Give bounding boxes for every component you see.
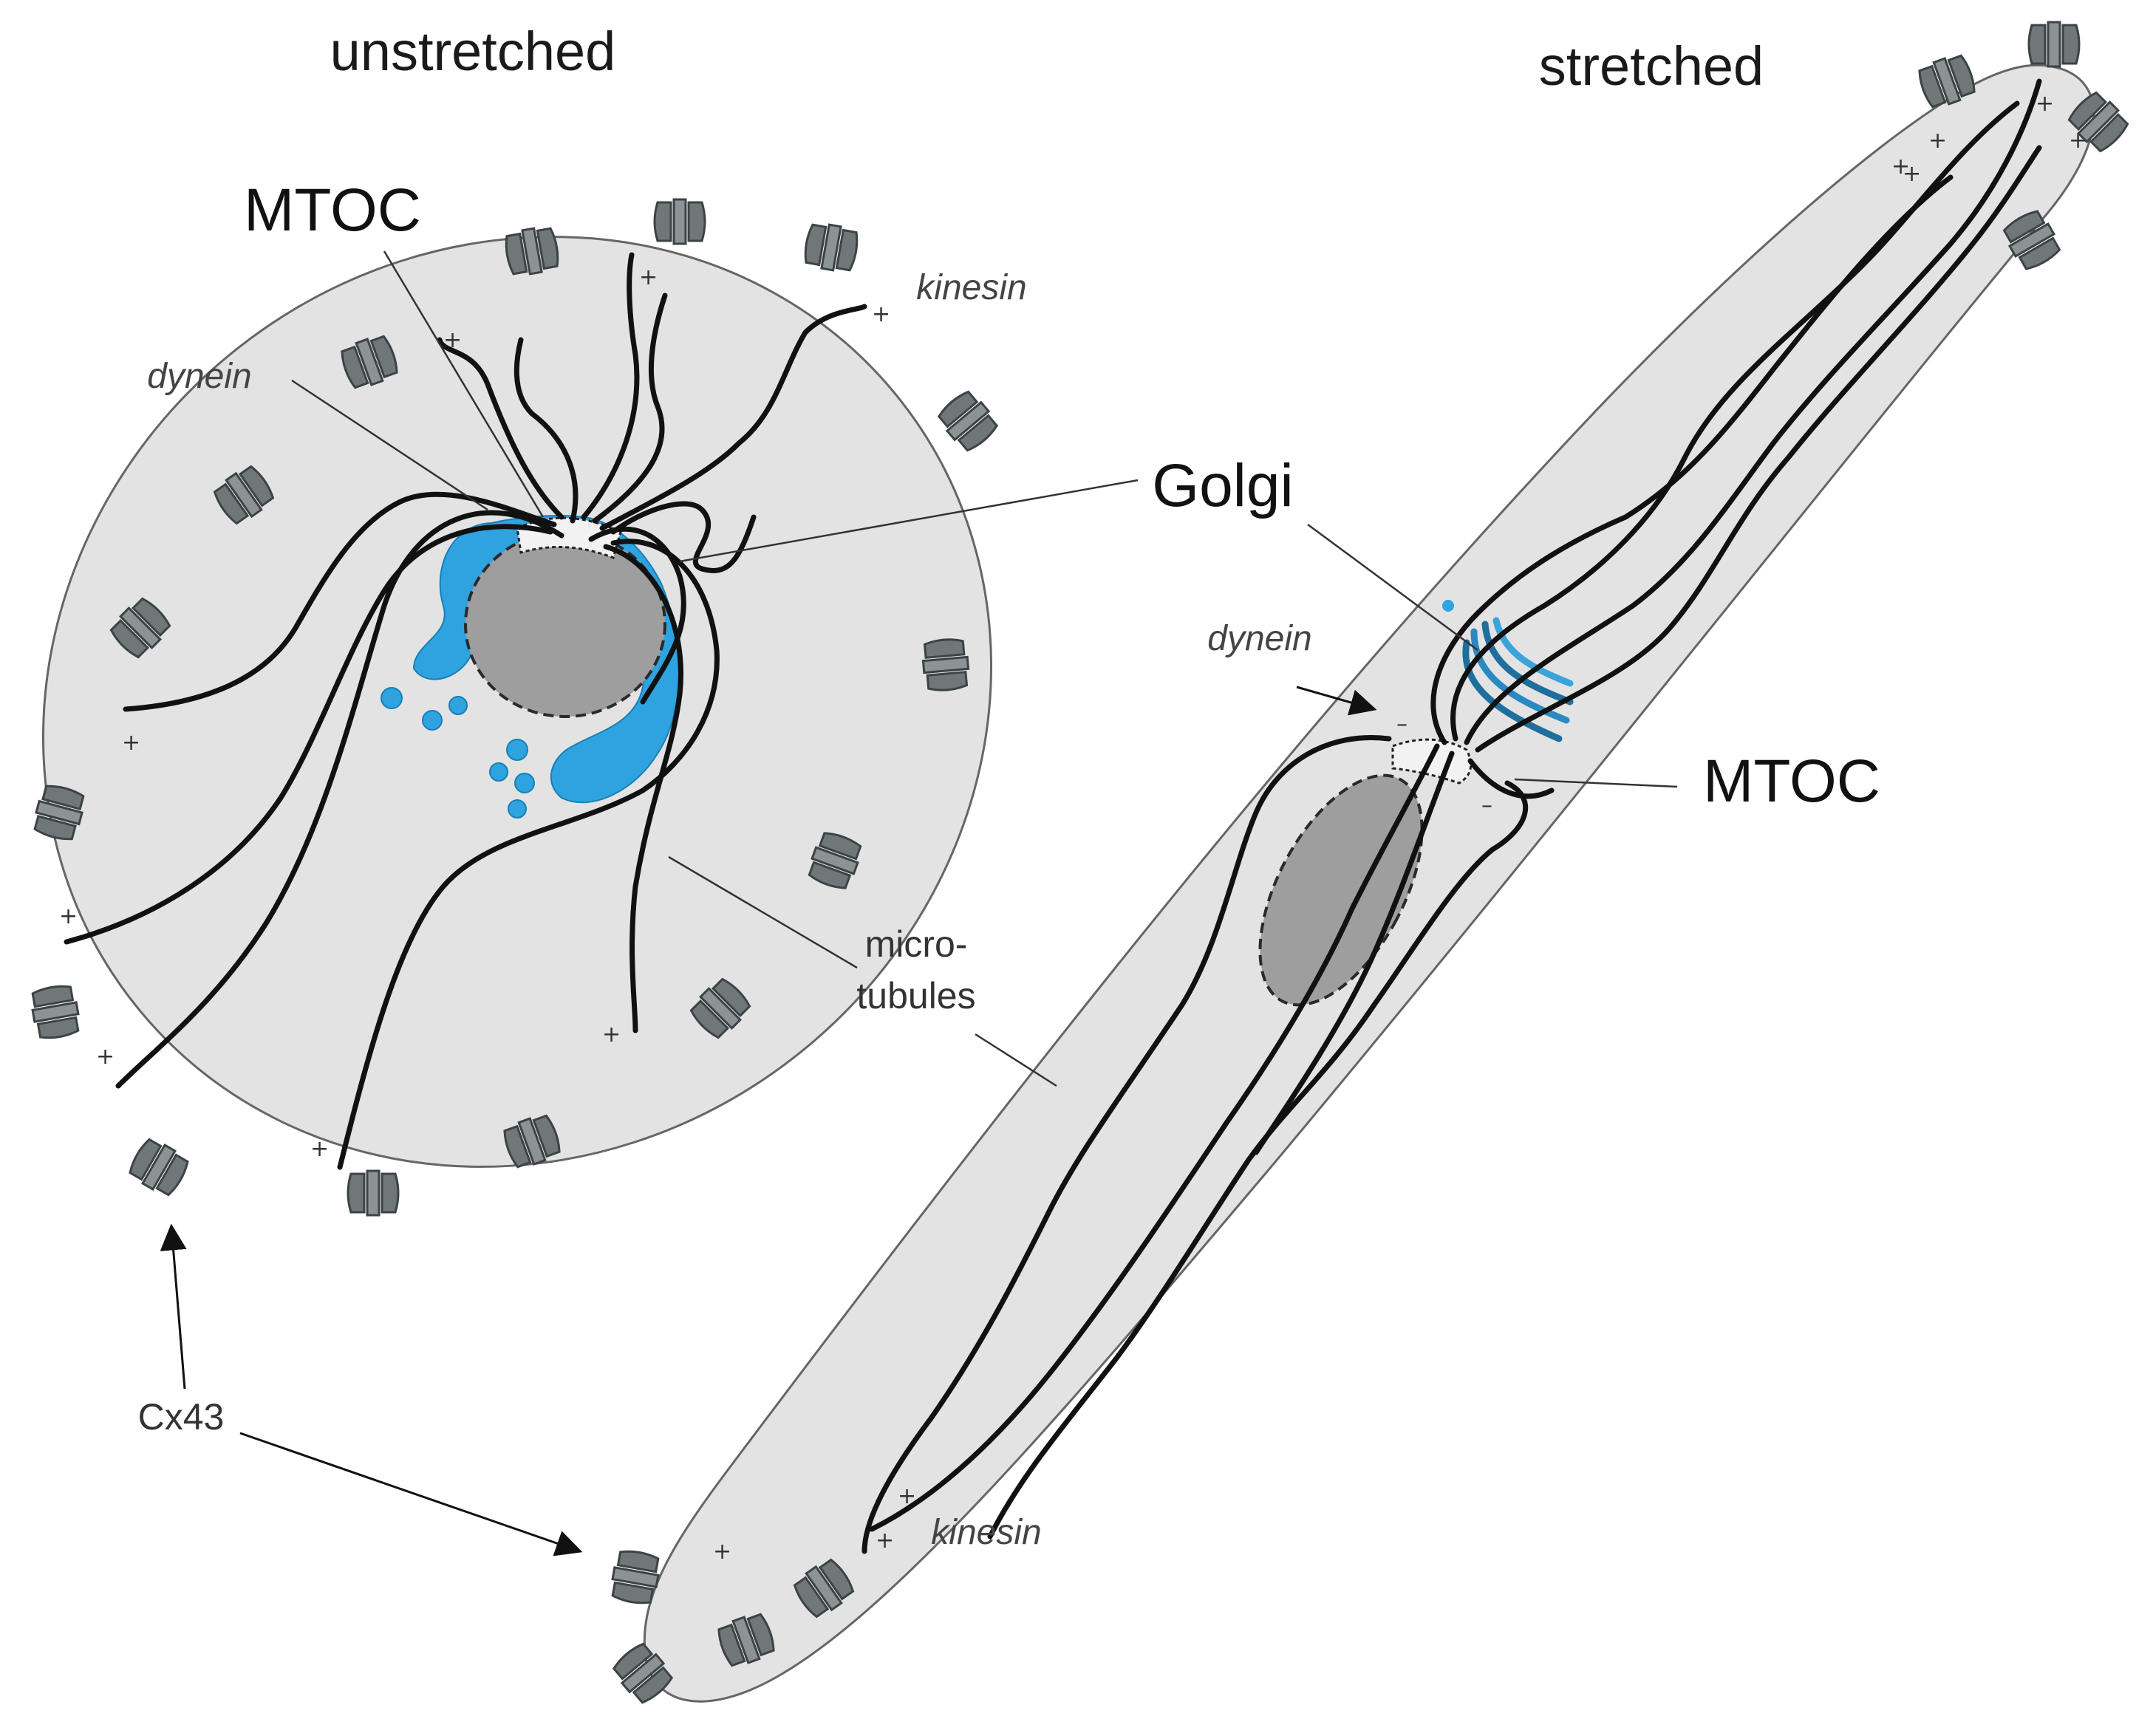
svg-text:+: + — [602, 1022, 621, 1048]
cx43-label: Cx43 — [138, 1396, 225, 1438]
stretched-title: stretched — [1539, 35, 1764, 97]
mtoc-left-label: MTOC — [244, 177, 421, 244]
svg-text:+: + — [1891, 154, 1910, 180]
plus-marks-right: + + + + + + + + – – — [713, 91, 2087, 1565]
svg-text:+: + — [898, 1483, 916, 1509]
cx43-arrow-right — [239, 1432, 583, 1556]
svg-text:+: + — [443, 327, 462, 353]
dynein-right-label: dynein — [1207, 619, 1311, 658]
dynein-left-label: dynein — [147, 357, 251, 396]
stretched-cell: + + + + + + + + – – — [608, 21, 2133, 1708]
unstretched-title: unstretched — [330, 21, 616, 82]
connexin-channel-icon — [125, 1134, 193, 1200]
connexin-channel-icon — [801, 220, 861, 275]
connexin-channel-icon — [347, 1169, 400, 1217]
connexin-channel-icon — [653, 198, 706, 245]
svg-text:–: – — [1481, 793, 1492, 819]
nucleus-right — [1258, 773, 1424, 1007]
leader-lines — [291, 250, 1678, 1087]
connexin-channel-icon — [933, 386, 1003, 456]
svg-text:+: + — [310, 1136, 329, 1162]
kinesin-left-label: kinesin — [916, 268, 1026, 307]
svg-text:+: + — [59, 903, 78, 929]
kinesin-right-label: kinesin — [931, 1513, 1041, 1552]
microtubules-label-line2: tubules — [856, 975, 975, 1016]
plus-marks-left: + + + + + + + + — [59, 264, 890, 1162]
connexin-channel-icon — [920, 637, 972, 693]
nucleus-left — [464, 530, 666, 718]
svg-text:+: + — [876, 1528, 894, 1554]
microtubules-left — [64, 252, 867, 1170]
microtubules-right — [869, 78, 2042, 1532]
svg-text:+: + — [1928, 128, 1947, 154]
cx43-arrow-left — [160, 1223, 187, 1390]
svg-text:+: + — [713, 1539, 731, 1565]
svg-text:+: + — [639, 264, 658, 290]
mtoc-right-label: MTOC — [1703, 748, 1880, 815]
svg-text:+: + — [96, 1044, 115, 1070]
svg-text:+: + — [122, 730, 140, 756]
svg-text:+: + — [872, 301, 890, 327]
golgi-label: Golgi — [1152, 452, 1293, 519]
connexin-channel-icon — [2027, 21, 2081, 68]
connexin-channel-icon — [28, 982, 83, 1042]
svg-text:–: – — [1396, 711, 1408, 737]
dynein-right-arrow — [1296, 686, 1377, 716]
svg-text:+: + — [1903, 161, 1921, 187]
svg-text:+: + — [2036, 91, 2054, 117]
microtubules-label-line1: micro- — [865, 923, 968, 965]
unstretched-cell: + + + + + + + + — [28, 198, 1003, 1217]
